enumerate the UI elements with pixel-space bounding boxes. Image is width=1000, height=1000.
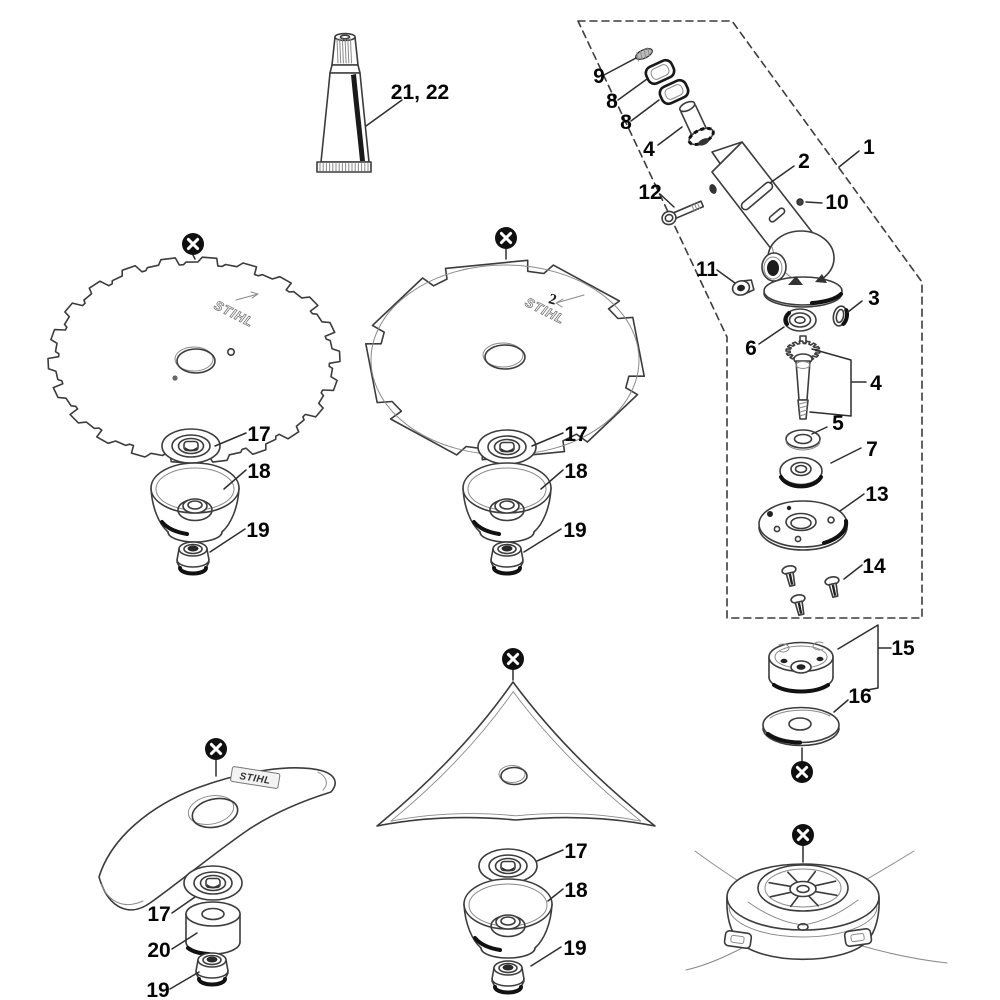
part-label-12: 12 — [638, 181, 661, 204]
part-label-21-22: 21, 22 — [391, 81, 449, 104]
part-label-16: 16 — [848, 685, 871, 708]
star-blade-drawing — [376, 681, 656, 995]
part-label-11: 11 — [696, 258, 719, 281]
part-label-13: 13 — [865, 483, 888, 506]
spring-pin — [635, 47, 653, 62]
pivot-bolt — [678, 100, 715, 146]
line-eyelet — [723, 929, 753, 950]
clutch-drum-drawing — [768, 641, 834, 694]
part-label-19-mid: 19 — [563, 519, 586, 542]
nylon-lines — [685, 850, 948, 971]
part-label-19-bl: 19 — [146, 979, 169, 1000]
not-available-markers — [180, 225, 816, 863]
tube-crimp-hatch — [319, 163, 369, 172]
part-label-17-mid: 17 — [564, 423, 587, 446]
leader-lines — [169, 57, 865, 990]
part-label-7: 7 — [866, 438, 878, 461]
part-label-19-left: 19 — [246, 519, 269, 542]
plate-screws — [780, 563, 844, 618]
clamp-screw — [661, 200, 705, 226]
dashed-boundary-box — [577, 20, 923, 619]
part-label-3: 3 — [868, 287, 880, 310]
hub-spokes — [768, 870, 838, 908]
part-label-18-mid: 18 — [564, 460, 588, 483]
part-label-18-left: 18 — [247, 460, 271, 483]
part-label-17-bm: 17 — [564, 840, 587, 863]
part-label-19-bm: 19 — [563, 937, 586, 960]
blade-brand-imprint: STIHL — [239, 771, 272, 787]
rotation-arrow-icon — [235, 291, 259, 301]
gear-housing — [709, 141, 843, 308]
line-eyelet — [843, 927, 873, 948]
part-label-1: 1 — [863, 136, 875, 159]
gear-head-assembly-drawing — [635, 47, 850, 618]
part-label-4: 4 — [643, 138, 655, 161]
part-callouts: 1 2 3 4 4 5 6 7 8 8 9 10 11 12 13 14 15 … — [146, 65, 915, 1000]
mulching-blade-drawing: STIHL — [98, 766, 336, 987]
rotation-number-imprint: 2 — [547, 291, 558, 308]
clamp-sleeve — [644, 58, 676, 86]
tube-cap-ribs — [336, 38, 352, 64]
gear-shaft — [785, 335, 821, 420]
part-label-6: 6 — [745, 337, 757, 360]
part-label-17-bl: 17 — [147, 903, 170, 926]
washer-disc-drawing — [762, 706, 840, 747]
part-label-10: 10 — [825, 191, 848, 214]
part-label-14: 14 — [862, 555, 886, 578]
part-label-17-left: 17 — [247, 423, 270, 446]
rotation-arrow-icon — [555, 294, 585, 308]
snap-ring — [832, 305, 850, 327]
part-label-8b: 8 — [620, 111, 632, 134]
part-label-9: 9 — [593, 65, 605, 88]
circular-saw-blade-drawing: STIHL — [47, 256, 341, 464]
part-label-8a: 8 — [606, 90, 618, 113]
blade-brand-plate: STIHL — [230, 766, 281, 789]
part-label-18-bm: 18 — [564, 879, 588, 902]
ball-bearing-lower — [779, 456, 823, 489]
part-label-2: 2 — [798, 150, 810, 173]
bracket-lines — [809, 348, 892, 692]
socket-screw — [731, 279, 755, 296]
trimmer-head-drawing — [685, 850, 948, 971]
ball-bearing-upper — [783, 308, 817, 332]
clamp-sleeve — [658, 78, 690, 106]
saw-blade-edge — [47, 256, 341, 464]
part-label-4b: 4 — [870, 372, 882, 395]
part-label-20: 20 — [147, 939, 170, 962]
part-label-15: 15 — [891, 637, 915, 660]
grease-tube-drawing — [316, 32, 372, 173]
cover-plate — [758, 500, 849, 551]
plug-dot — [796, 198, 804, 206]
part-label-5: 5 — [832, 412, 844, 435]
